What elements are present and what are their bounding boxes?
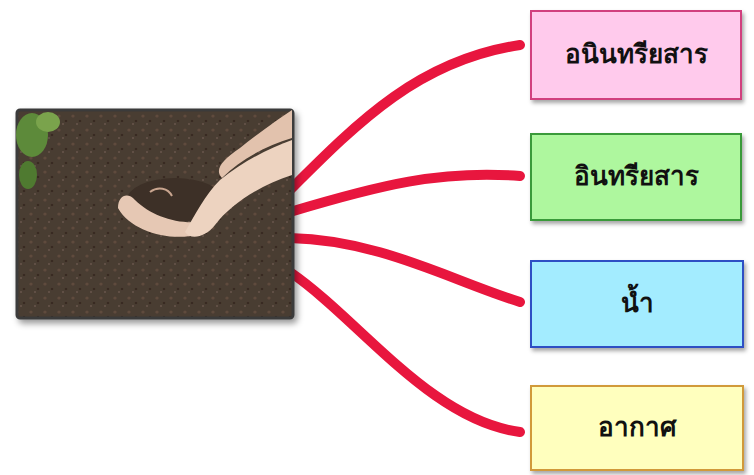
box-label: น้ำ: [621, 287, 654, 321]
label-box: น้ำ: [530, 260, 744, 348]
photo-details: [16, 110, 292, 237]
label-box: อินทรียสาร: [530, 133, 742, 221]
box-label: อากาศ: [598, 411, 677, 445]
connector-curves: [290, 45, 520, 432]
box-label: อนินทรียสาร: [565, 38, 708, 72]
soil-photo: [17, 110, 293, 318]
box-label: อินทรียสาร: [574, 160, 699, 194]
label-box: อากาศ: [530, 385, 744, 471]
label-box: อนินทรียสาร: [530, 10, 742, 100]
